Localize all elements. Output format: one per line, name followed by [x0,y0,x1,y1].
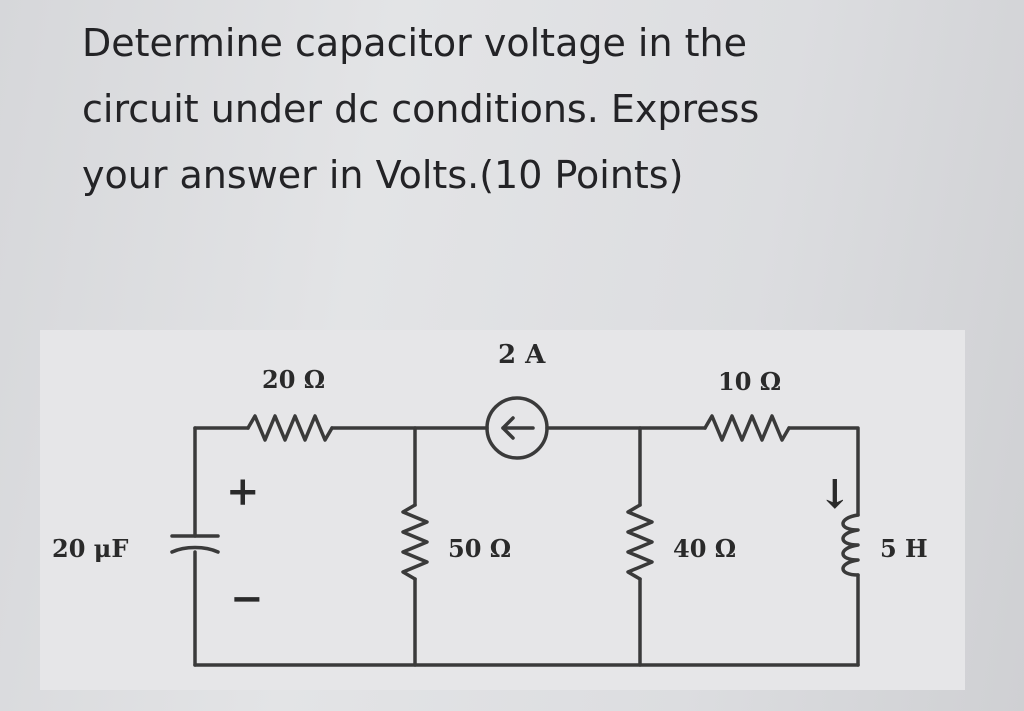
question-line-3: your answer in Volts.(10 Points) [82,153,684,197]
resistor-50-label: 50 Ω [448,534,511,563]
resistor-50-zigzag [401,503,429,581]
inductor-coils [841,513,860,577]
source-arrow-head [501,416,515,440]
resistor-40-label: 40 Ω [673,534,736,563]
wire-top-right [787,426,860,517]
resistor-10-label: 10 Ω [718,367,781,396]
resistor-20-zigzag [246,414,334,442]
resistor-20-label: 20 Ω [262,365,325,394]
question-line-2: circuit under dc conditions. Express [82,87,760,131]
question-text: Determine capacitor voltage in the circu… [82,10,942,208]
capacitor-20uf-label: 20 μF [52,534,128,563]
source-2a-label: 2 A [498,340,546,370]
capacitor-plate-bottom [170,545,220,554]
minus-sign: − [230,575,264,622]
inductor-5h-label: 5 H [880,534,928,563]
resistor-40-zigzag [626,503,654,581]
plus-sign: + [226,468,260,515]
current-direction-arrow: ↓ [818,471,852,518]
resistor-10-zigzag [703,414,791,442]
question-line-1: Determine capacitor voltage in the [82,21,748,65]
